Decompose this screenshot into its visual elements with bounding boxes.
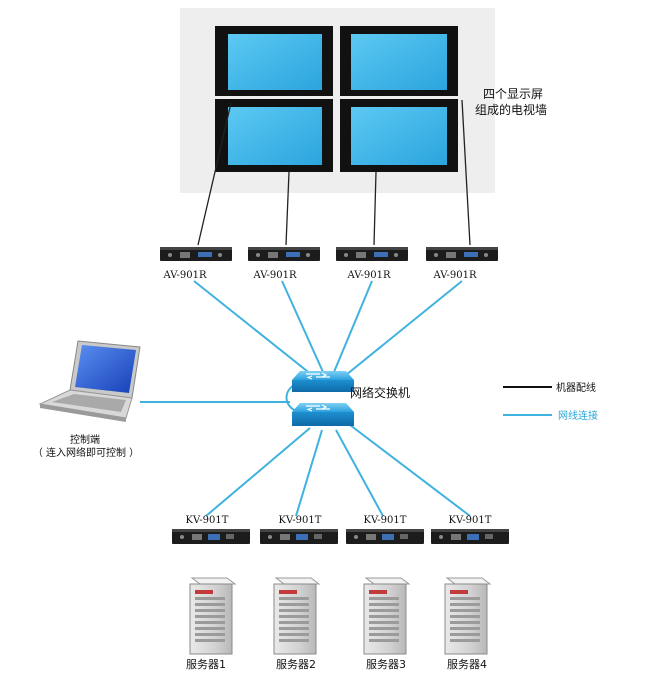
transmitter-3: [346, 529, 424, 544]
server-2-label: 服务器2: [276, 658, 316, 671]
machine-cable-4: [461, 99, 471, 246]
transmitter-3-label: KV-901T: [364, 515, 407, 526]
receiver-4-label: AV-901R: [432, 270, 476, 281]
switch-label: 网络交换机: [350, 385, 410, 400]
server-1-label: 服务器1: [186, 658, 226, 671]
transmitter-2-label: KV-901T: [279, 515, 322, 526]
transmitter-1: [172, 529, 250, 544]
receiver-3: [336, 247, 408, 261]
screen-top-right: [340, 26, 458, 96]
transmitter-1-label: KV-901T: [186, 515, 229, 526]
controller-sublabel: （ 连入网络即可控制 ）: [33, 446, 139, 459]
network-cables: [140, 280, 471, 517]
net-cable-r3: [333, 280, 373, 373]
legend-network-label: 网线连接: [558, 409, 598, 422]
receiver-1: [160, 247, 232, 261]
receiver-2-label: AV-901R: [252, 270, 296, 281]
screen-bottom-left: [215, 99, 333, 172]
servers: [189, 577, 492, 655]
legend: 机器配线 网线连接: [503, 381, 598, 422]
transmitter-4-label: KV-901T: [449, 515, 492, 526]
transmitters: [172, 529, 509, 544]
net-cable-t4: [349, 424, 471, 517]
net-cable-r1: [193, 280, 313, 376]
receiver-4: [426, 247, 498, 261]
switch-lower: [292, 403, 354, 426]
network-switch: [292, 371, 354, 426]
receiver-1-label: AV-901R: [162, 270, 206, 281]
server-1-icon: [189, 577, 237, 655]
controller-label: 控制端: [70, 433, 100, 446]
receiver-3-label: AV-901R: [346, 270, 390, 281]
video-wall-label-line1: 四个显示屏: [483, 87, 543, 101]
screen-top-left: [215, 26, 333, 96]
receivers: [160, 247, 498, 261]
receiver-2: [248, 247, 320, 261]
machine-cable-2: [285, 171, 290, 246]
laptop-icon: [38, 340, 141, 422]
net-cable-t1: [205, 427, 311, 517]
machine-cable-3: [373, 171, 377, 246]
net-cable-t3: [335, 429, 384, 517]
video-wall: [215, 26, 458, 172]
net-cable-r4: [345, 280, 463, 376]
server-4-label: 服务器4: [447, 658, 487, 671]
legend-machine-label: 机器配线: [556, 381, 596, 394]
server-4-icon: [444, 577, 492, 655]
server-2-icon: [273, 577, 321, 655]
machine-cables: [197, 99, 471, 246]
server-3-label: 服务器3: [366, 658, 406, 671]
video-wall-label-line2: 组成的电视墙: [475, 102, 547, 117]
transmitter-4: [431, 529, 509, 544]
transmitter-2: [260, 529, 338, 544]
net-cable-r2: [281, 280, 324, 373]
net-cable-t2: [295, 429, 323, 517]
switch-upper: [292, 371, 354, 392]
screen-bottom-right: [340, 99, 458, 172]
server-3-icon: [363, 577, 411, 655]
machine-cable-1: [197, 102, 232, 246]
